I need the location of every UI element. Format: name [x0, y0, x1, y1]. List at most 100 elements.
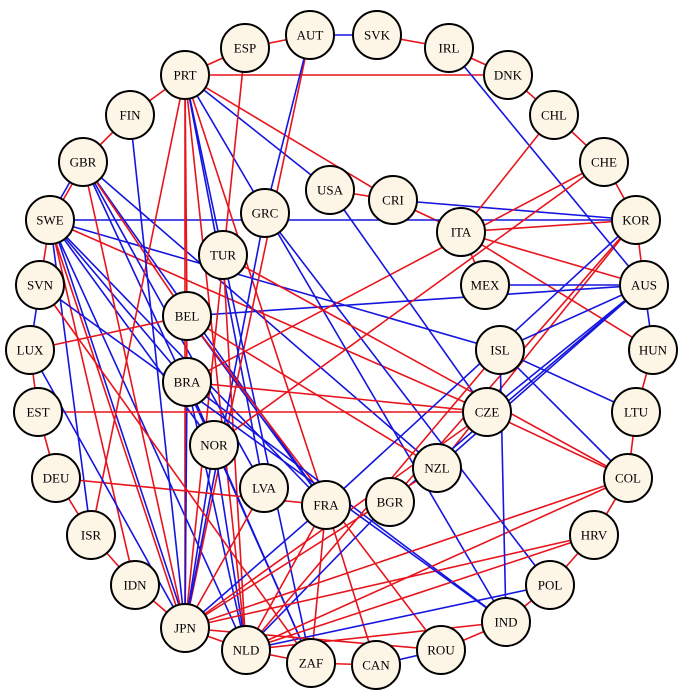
edge-fra-can [325, 504, 377, 666]
edge-cze-col [486, 411, 629, 479]
edge-svn-ind [39, 284, 507, 623]
node-nld: NLD [221, 625, 271, 675]
node-circle [301, 480, 351, 530]
node-circle [240, 188, 290, 238]
edge-lva-jpn [184, 487, 265, 629]
node-usa: USA [305, 165, 355, 215]
node-circle [365, 477, 415, 527]
node-label: SVN [27, 278, 54, 293]
node-lva: LVA [239, 463, 289, 513]
node-label: FRA [313, 498, 339, 513]
edge-swe-isl [49, 219, 501, 351]
node-circle [525, 560, 575, 610]
node-circle [424, 23, 474, 73]
edge-nor-zaf [213, 444, 312, 664]
node-circle [416, 625, 466, 675]
edge-aut-jpn [184, 34, 311, 629]
node-cri: CRI [368, 175, 418, 225]
edge-swe-jpn [47, 220, 185, 629]
node-circle [58, 137, 108, 187]
node-label: SWE [36, 213, 64, 228]
node-esp: ESP [220, 23, 270, 73]
edge-isl-col [499, 349, 629, 479]
node-circle [475, 325, 525, 375]
node-label: ISR [81, 528, 102, 543]
node-label: CAN [362, 658, 390, 673]
node-circle [481, 597, 531, 647]
node-label: CHE [591, 155, 617, 170]
node-label: NZL [424, 461, 449, 476]
node-label: AUS [631, 278, 657, 293]
node-prt: PRT [160, 50, 210, 100]
edge-tur-zaf [222, 254, 312, 664]
node-circle [611, 195, 661, 245]
edge-bel-nzl [186, 315, 438, 469]
node-label: IDN [123, 578, 147, 593]
node-label: HUN [639, 343, 668, 358]
node-label: BEL [175, 309, 200, 324]
edge-nor-jpn [184, 444, 215, 629]
node-label: JPN [174, 621, 196, 636]
node-label: BGR [377, 495, 404, 510]
node-lux: LUX [5, 325, 55, 375]
node-label: LTU [624, 405, 649, 420]
edge-grc-jpn [184, 212, 266, 629]
node-jpn: JPN [160, 603, 210, 653]
edge-prt-nld [184, 74, 247, 651]
node-circle [628, 325, 678, 375]
node-label: LUX [17, 343, 44, 358]
node-label: CZE [475, 405, 500, 420]
node-circle [569, 510, 619, 560]
node-label: POL [538, 578, 563, 593]
node-label: AUT [297, 28, 324, 43]
edge-hrv-jpn [184, 534, 595, 629]
node-label: SVK [364, 28, 391, 43]
node-gbr: GBR [58, 137, 108, 187]
node-circle [162, 291, 212, 341]
node-kor: KOR [611, 195, 661, 245]
node-label: GRC [252, 206, 279, 221]
edge-bra-nld [186, 381, 247, 651]
edge-tur-col [222, 254, 629, 479]
node-circle [436, 207, 486, 257]
node-isr: ISR [66, 510, 116, 560]
node-label: KOR [622, 213, 650, 228]
node-idn: IDN [110, 560, 160, 610]
node-circle [285, 10, 335, 60]
edge-swe-cze [49, 219, 488, 413]
node-label: COL [615, 471, 641, 486]
edge-bra-cze [186, 381, 488, 413]
edge-gbr-jpn [82, 161, 186, 629]
node-circle [5, 325, 55, 375]
node-label: LVA [252, 481, 276, 496]
node-can: CAN [351, 640, 401, 690]
node-circle [579, 137, 629, 187]
node-cze: CZE [462, 387, 512, 437]
node-aus: AUS [619, 260, 669, 310]
node-circle [31, 453, 81, 503]
edge-bgr-nld [245, 501, 391, 651]
node-label: CRI [382, 193, 404, 208]
node-zaf: ZAF [286, 638, 336, 688]
node-circle [460, 260, 510, 310]
node-label: TUR [210, 248, 236, 263]
edge-irl-aus [448, 47, 645, 286]
node-label: NOR [200, 438, 228, 453]
node-est: EST [13, 387, 63, 437]
node-col: COL [603, 453, 653, 503]
node-fin: FIN [105, 90, 155, 140]
edge-swe-jpn [50, 219, 188, 628]
edge-esp-jpn [184, 47, 246, 629]
edge-fra-jpn [184, 504, 327, 629]
node-circle [611, 387, 661, 437]
edge-ita-kor [460, 219, 637, 233]
edge-gbr-nzl [82, 161, 438, 469]
node-label: IND [494, 615, 517, 630]
node-circle [15, 260, 65, 310]
node-circle [239, 463, 289, 513]
edge-fin-jpn [129, 114, 186, 629]
node-circle [412, 443, 462, 493]
edge-col-nld [245, 477, 629, 651]
node-tur: TUR [198, 230, 248, 280]
